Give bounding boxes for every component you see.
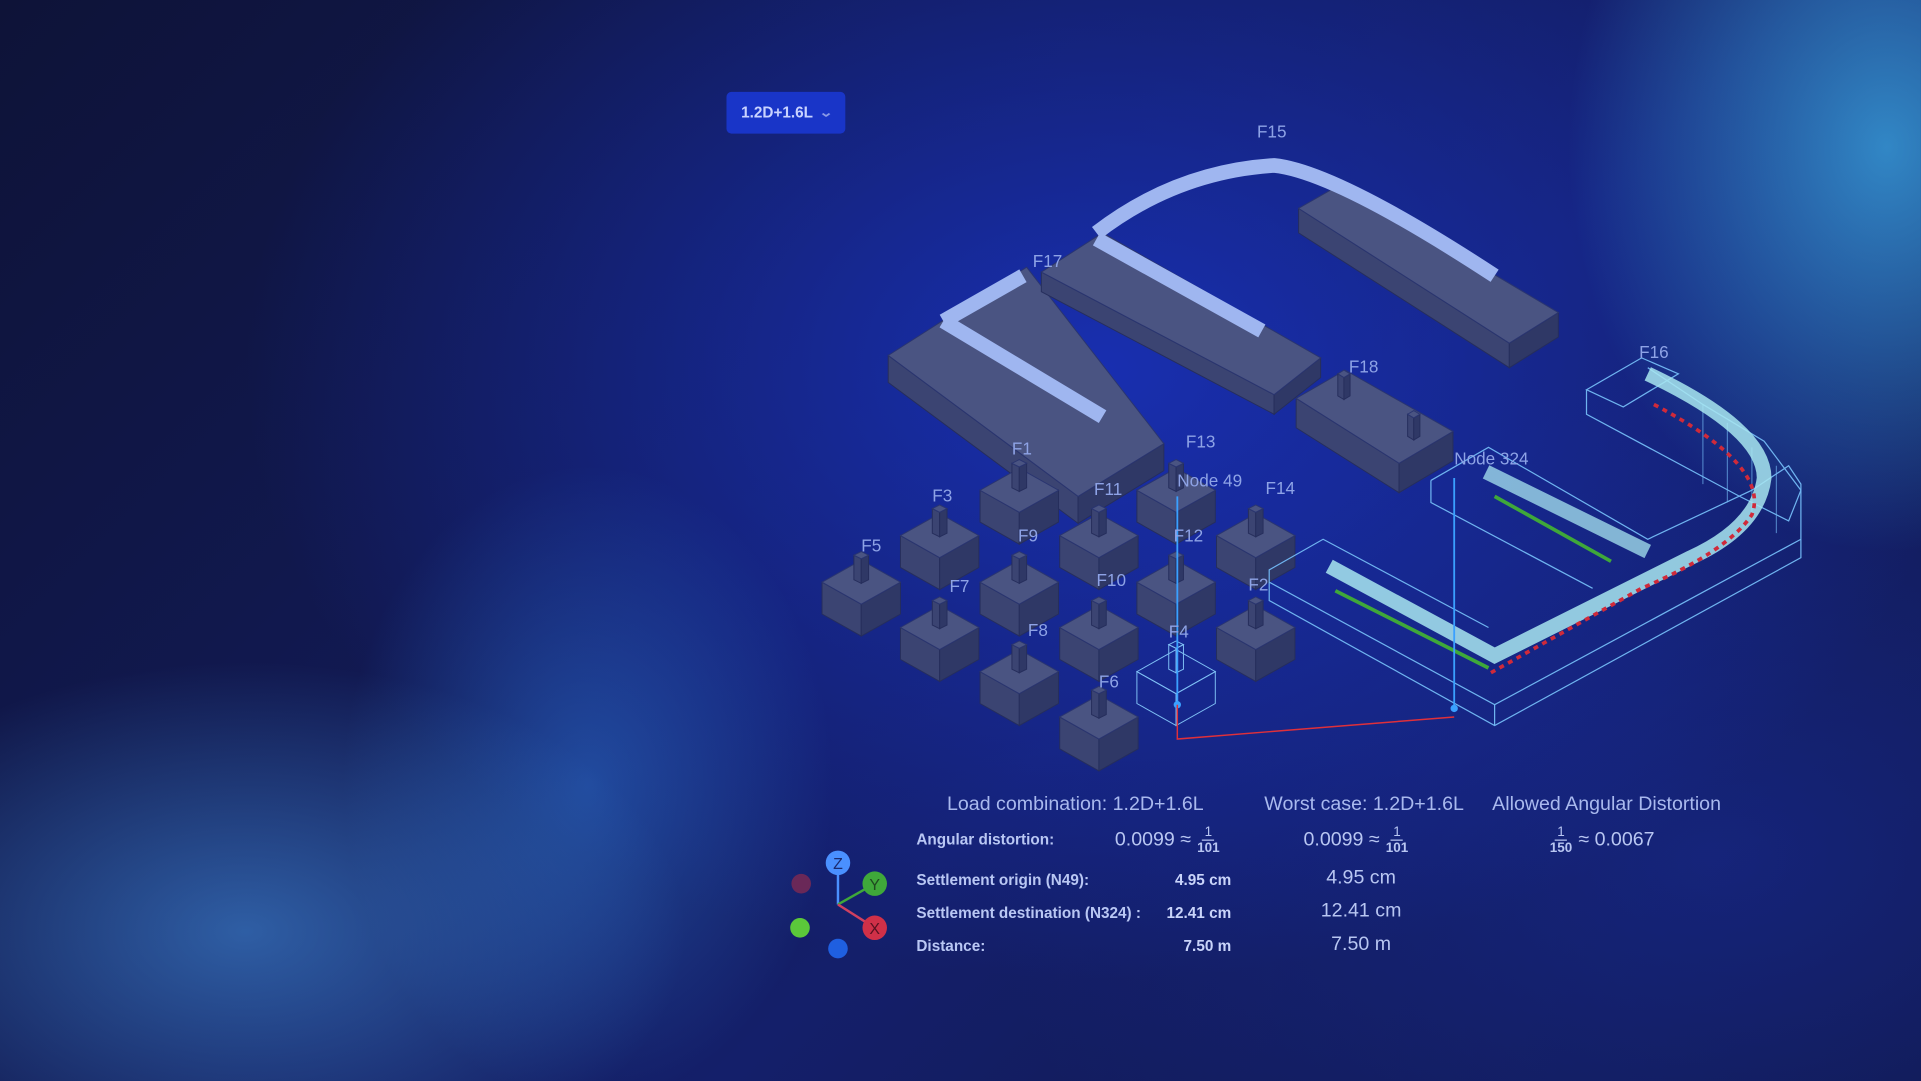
footing-f13[interactable] — [1135, 467, 1217, 546]
worst-settlement-destination-value: 12.41 cm — [1320, 900, 1402, 922]
wall — [939, 269, 1107, 424]
value-text: 0.0099 ≈ — [1114, 829, 1192, 850]
footing-f12-column[interactable] — [1167, 550, 1185, 585]
neg-x-axis-handle[interactable] — [791, 873, 812, 894]
settlement-destination-value: 12.41 cm — [1166, 904, 1232, 922]
row-label-distance: Distance: — [916, 937, 986, 955]
label-f2: F2 — [1248, 575, 1268, 595]
denominator: 150 — [1549, 840, 1573, 856]
footing-f16-inner-wall — [1482, 465, 1652, 559]
footing-f15-arm[interactable] — [1297, 183, 1560, 369]
distance-value: 7.50 m — [1183, 937, 1232, 955]
y-axis-handle[interactable]: Y — [862, 871, 887, 896]
numerator: 1 — [1554, 825, 1568, 841]
footing-f7-column[interactable] — [931, 596, 949, 630]
wall — [1091, 158, 1499, 338]
settlement-origin-value: 4.95 cm — [1175, 871, 1232, 889]
footing-f6-column[interactable] — [1090, 685, 1108, 719]
label-f13: F13 — [1186, 431, 1216, 451]
label-f10: F10 — [1096, 570, 1126, 590]
settlement-curve-green — [1334, 494, 1612, 670]
footing-f4[interactable] — [1135, 649, 1217, 727]
label-node-324: Node 324 — [1454, 448, 1529, 468]
denominator: 101 — [1385, 840, 1409, 856]
label-f15: F15 — [1257, 121, 1287, 141]
load-combination-dropdown[interactable]: 1.2D+1.6L ⌄ — [726, 91, 846, 134]
label-f16: F16 — [1639, 342, 1669, 362]
label-f8: F8 — [1028, 620, 1048, 640]
footing-f15-middle[interactable] — [1040, 232, 1322, 416]
x-axis-handle[interactable]: X — [862, 915, 887, 941]
worst-settlement-origin-value: 4.95 cm — [1326, 867, 1396, 889]
row-label-angular-distortion: Angular distortion: — [916, 830, 1055, 849]
header-load-combination: Load combination: 1.2D+1.6L — [947, 794, 1204, 816]
label-f12: F12 — [1174, 526, 1204, 546]
label-f1: F1 — [1012, 439, 1032, 459]
footing-f16-wireframe[interactable] — [1268, 357, 1802, 727]
footing-f16-wall — [1325, 367, 1772, 664]
footing-f6[interactable] — [1058, 694, 1140, 772]
footing-f13-column[interactable] — [1167, 459, 1185, 493]
value-text: 0.0099 ≈ — [1303, 829, 1380, 850]
dropdown-value: 1.2D+1.6L — [741, 104, 814, 122]
footing-f2-column[interactable] — [1247, 596, 1265, 630]
worst-distance-value: 7.50 m — [1331, 933, 1392, 955]
footing-f1-column[interactable] — [1010, 459, 1028, 493]
measurement-lines — [1173, 477, 1458, 740]
footing-f18-column-b[interactable] — [1406, 410, 1421, 441]
label-f18: F18 — [1349, 357, 1379, 377]
svg-text:X: X — [869, 921, 880, 938]
footing-f8-column[interactable] — [1010, 640, 1028, 674]
header-worst-case: Worst case: 1.2D+1.6L — [1264, 794, 1464, 816]
footing-f11-column[interactable] — [1090, 504, 1108, 538]
row-label-settlement-destination: Settlement destination (N324) : — [916, 904, 1142, 922]
settlement-curve-red — [1487, 402, 1757, 676]
label-node-49: Node 49 — [1177, 471, 1242, 491]
denominator: 101 — [1197, 840, 1220, 856]
label-f17: F17 — [1033, 251, 1063, 271]
row-label-settlement-origin: Settlement origin (N49): — [916, 871, 1090, 889]
footing-f4-column[interactable] — [1167, 640, 1185, 674]
numerator: 1 — [1202, 825, 1215, 841]
label-f5: F5 — [861, 536, 881, 556]
footing-f9-column[interactable] — [1010, 550, 1028, 585]
value-text: ≈ 0.0067 — [1578, 829, 1655, 850]
footing-f18[interactable] — [1295, 369, 1454, 494]
footing-f10-column[interactable] — [1090, 596, 1108, 630]
footing-f9[interactable] — [979, 559, 1060, 637]
label-f11: F11 — [1094, 479, 1122, 499]
footing-f3-column[interactable] — [931, 504, 949, 538]
label-f3: F3 — [932, 485, 952, 505]
numerator: 1 — [1390, 825, 1404, 841]
neg-y-axis-handle[interactable] — [790, 917, 810, 938]
axes-gizmo[interactable]: Z Y X — [790, 850, 887, 959]
z-axis-handle[interactable]: Z — [825, 850, 851, 876]
chevron-down-icon: ⌄ — [818, 106, 833, 120]
neg-z-axis-handle[interactable] — [828, 938, 848, 959]
svg-text:Z: Z — [833, 856, 843, 873]
footing-f5-column[interactable] — [852, 550, 870, 585]
header-allowed-distortion: Allowed Angular Distortion — [1492, 794, 1721, 816]
label-f4: F4 — [1169, 621, 1189, 641]
label-f6: F6 — [1099, 672, 1119, 692]
label-f9: F9 — [1018, 526, 1038, 546]
label-f7: F7 — [949, 576, 969, 596]
footing-f18-column-a[interactable] — [1336, 369, 1352, 401]
label-f14: F14 — [1266, 478, 1296, 498]
footing-f14-column[interactable] — [1247, 504, 1265, 538]
svg-text:Y: Y — [869, 877, 880, 894]
